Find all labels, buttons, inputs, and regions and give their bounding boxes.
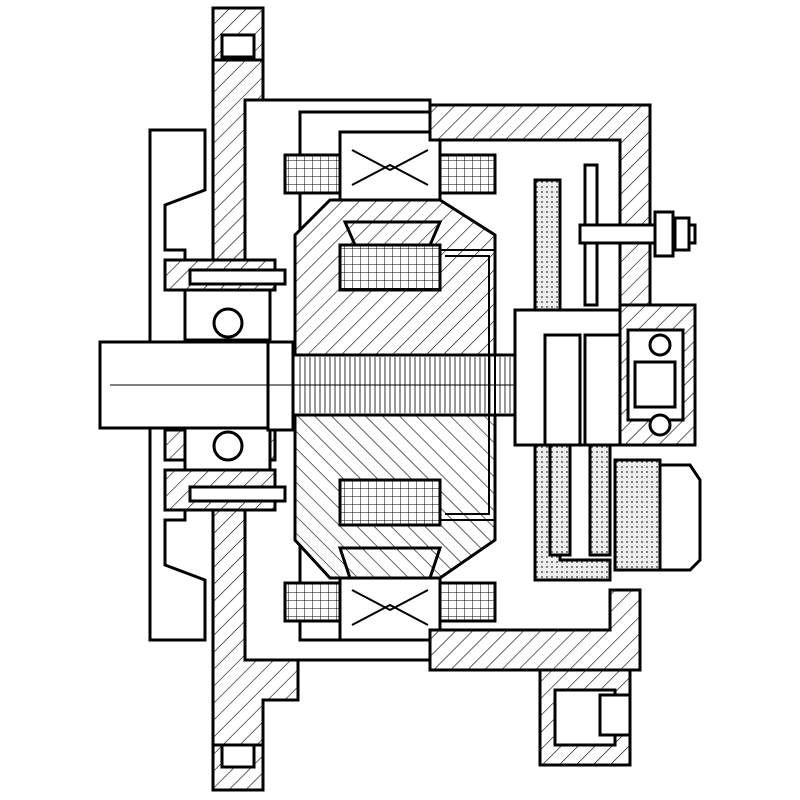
rear-bearing: [618, 303, 697, 447]
rear-boss: [658, 463, 702, 572]
terminal-bolt: [578, 210, 697, 258]
stator: [283, 130, 497, 642]
rotor: [293, 198, 497, 580]
front-bearing: [163, 258, 287, 512]
rear-housing: [428, 103, 652, 767]
front-bracket: [211, 6, 300, 792]
shaft: [98, 340, 525, 432]
